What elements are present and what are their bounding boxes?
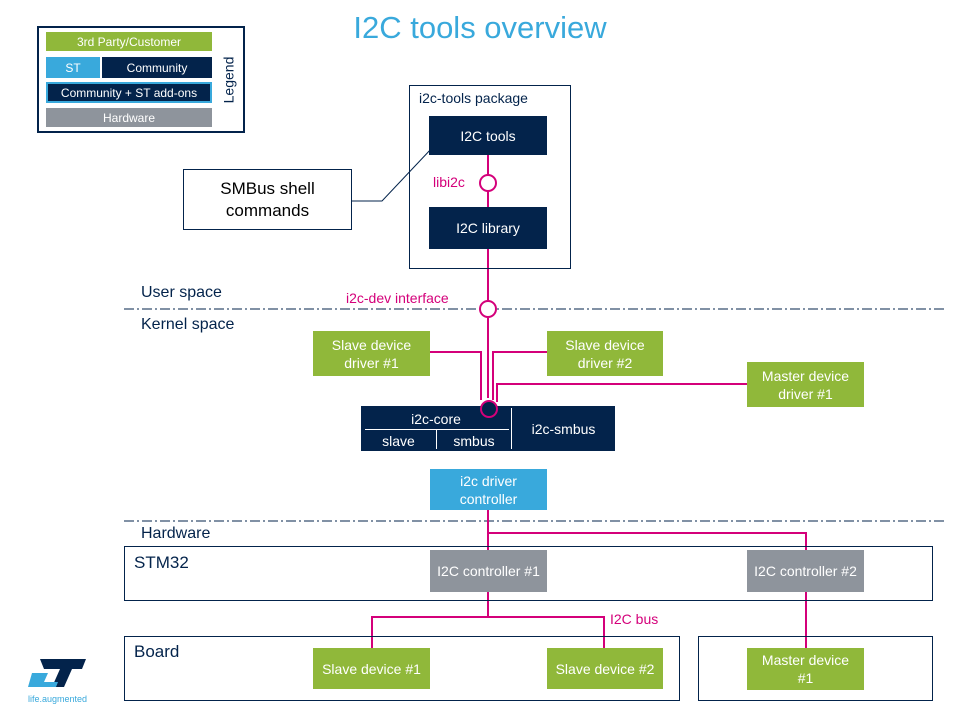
i2c-bus-label: I2C bus (610, 611, 659, 627)
package-label: i2c-tools package (419, 90, 528, 106)
i2c-controller-1: I2C controller #1 (430, 550, 547, 592)
board-box (124, 636, 680, 701)
i2c-dev-interface-label: i2c-dev interface (346, 290, 449, 306)
st-logo-icon (28, 659, 86, 687)
core-smbus-label: smbus (453, 432, 495, 449)
master-device-driver-1: Master device driver #1 (747, 362, 864, 407)
stm32-label: STM32 (134, 553, 189, 572)
smbus-shell-box: SMBus shell commands (183, 169, 352, 230)
legend: 3rd Party/Customer ST Community Communit… (37, 26, 245, 133)
libi2c-label: libi2c (433, 174, 465, 190)
page-title: I2C tools overview (353, 10, 607, 45)
i2c-driver-controller: i2c driver controller (430, 469, 547, 510)
board-label: Board (134, 642, 180, 661)
slave-device-1: Slave device #1 (313, 648, 430, 689)
i2c-core-interface-icon (480, 400, 498, 418)
board-box-2 (698, 636, 933, 701)
core-connector (480, 400, 498, 418)
i2c-controller-2: I2C controller #2 (747, 550, 864, 592)
slave-device-driver-2: Slave device driver #2 (547, 331, 663, 376)
stm32-box (124, 546, 933, 601)
i2c-tools-box: I2C tools (429, 116, 547, 155)
i2c-tools-package (409, 85, 571, 269)
hardware-label: Hardware (141, 525, 211, 542)
i2c-smbus-label: i2c-smbus (531, 420, 596, 437)
legend-third-party: 3rd Party/Customer (46, 32, 212, 51)
i2c-core-label: i2c-core (411, 411, 461, 427)
core-divider-horizontal (365, 429, 509, 430)
slave-driver1-link (430, 351, 482, 400)
legend-hardware: Hardware (46, 108, 212, 127)
master-device-1: Master device #1 (747, 648, 864, 690)
controller2-link (488, 532, 807, 550)
slave-driver2-link (492, 351, 547, 400)
kernel-space-label: Kernel space (141, 316, 235, 333)
i2c-dev-interface-icon (479, 300, 497, 318)
slave-device-driver-1: Slave device driver #1 (313, 331, 430, 376)
st-logo: life.augmented (28, 656, 98, 706)
core-slave-label: slave (382, 432, 415, 449)
legend-community: Community (102, 57, 212, 78)
user-space-label: User space (141, 284, 222, 301)
i2c-library-box: I2C library (429, 207, 547, 249)
libi2c-interface-icon (479, 174, 497, 192)
i2c-bus-line (371, 616, 605, 648)
smbus-callout-line (352, 147, 433, 202)
legend-community-st: Community + ST add-ons (46, 82, 212, 103)
st-logo-tagline: life.augmented (28, 694, 88, 704)
core-divider-small (436, 430, 437, 449)
core-divider-vertical (511, 408, 512, 449)
legend-st: ST (46, 57, 100, 78)
slave-device-2: Slave device #2 (547, 648, 663, 689)
master-driver1-link (496, 383, 747, 402)
